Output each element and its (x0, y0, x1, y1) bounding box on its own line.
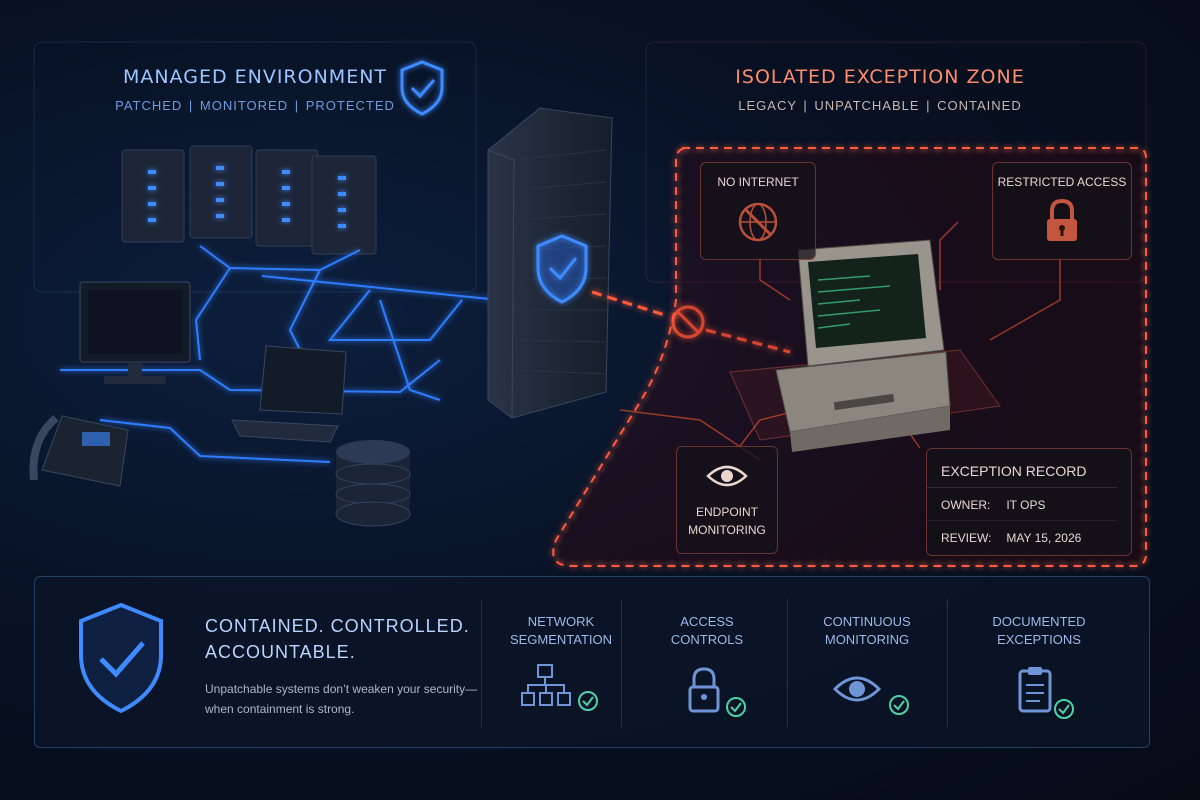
summary-headline-line1: CONTAINED. CONTROLLED. (205, 616, 470, 636)
review-value: MAY 15, 2026 (1006, 531, 1082, 545)
feature-label-line1: ACCESS (680, 614, 734, 629)
summary-text-line1: Unpatchable systems don’t weaken your se… (205, 682, 478, 696)
summary-claim: CONTAINED. CONTROLLED. ACCOUNTABLE. Unpa… (205, 613, 495, 719)
endpoint-label-line2: MONITORING (688, 523, 766, 537)
isolated-title: ISOLATED EXCEPTION ZONE (735, 66, 1025, 88)
desktop-monitor (79, 281, 191, 384)
lock-icon (688, 667, 746, 717)
summary-headline-line2: ACCOUNTABLE. (205, 642, 356, 662)
summary-text-line2: when containment is strong. (205, 702, 355, 716)
divider (787, 599, 788, 727)
endpoint-monitoring-card: ENDPOINT MONITORING (676, 446, 778, 554)
feature-label-line1: CONTINUOUS (823, 614, 911, 629)
endpoint-label-line1: ENDPOINT (695, 505, 758, 519)
no-internet-card: NO INTERNET (700, 162, 816, 260)
network-lines (60, 245, 501, 463)
large-shield-check-icon (79, 602, 163, 714)
summary-panel: CONTAINED. CONTROLLED. ACCOUNTABLE. Unpa… (34, 576, 1150, 748)
record-review-row: REVIEW: MAY 15, 2026 (927, 521, 1117, 553)
feature-label-line2: EXCEPTIONS (997, 632, 1081, 647)
review-key: REVIEW: (941, 531, 992, 545)
restricted-access-label: RESTRICTED ACCESS (997, 175, 1127, 189)
owner-value: IT OPS (1006, 498, 1046, 512)
summary-text: Unpatchable systems don’t weaken your se… (205, 679, 495, 719)
firewall-shield-icon (536, 234, 588, 304)
database-cylinder (335, 440, 411, 527)
feature-network-segmentation: NETWORK SEGMENTATION (501, 613, 621, 713)
feature-access-controls: ACCESS CONTROLS (647, 613, 767, 719)
eye-icon (706, 465, 748, 487)
clipboard-icon (1018, 667, 1074, 719)
padlock-icon (1047, 198, 1077, 241)
owner-key: OWNER: (941, 498, 991, 512)
no-internet-label: NO INTERNET (717, 175, 799, 189)
isolated-zone-header: ISOLATED EXCEPTION ZONE LEGACY | UNPATCH… (730, 66, 1030, 113)
no-globe-icon (738, 202, 778, 242)
divider (947, 599, 948, 727)
shield-check-icon (400, 60, 444, 116)
managed-title: MANAGED ENVIRONMENT (122, 66, 388, 88)
server-rack-group (121, 145, 377, 255)
divider (621, 599, 622, 727)
endpoint-monitoring-label: ENDPOINT MONITORING (677, 503, 777, 539)
feature-label-line1: DOCUMENTED (992, 614, 1086, 629)
restricted-access-card: RESTRICTED ACCESS (992, 162, 1132, 260)
feature-documented-exceptions: DOCUMENTED EXCEPTIONS (979, 613, 1099, 723)
summary-headline: CONTAINED. CONTROLLED. ACCOUNTABLE. (205, 613, 495, 665)
check-badge-icon (889, 695, 909, 715)
feature-label-line2: CONTROLS (670, 632, 744, 647)
managed-environment-header: MANAGED ENVIRONMENT PATCHED | MONITORED … (110, 66, 400, 113)
managed-panel-frame (33, 41, 477, 293)
managed-subtitle: PATCHED | MONITORED | PROTECTED (115, 98, 395, 113)
feature-label-line1: NETWORK (527, 614, 595, 629)
feature-continuous-monitoring: CONTINUOUS MONITORING (807, 613, 927, 719)
check-badge-icon (578, 691, 598, 711)
laptop (231, 345, 347, 443)
network-tree-icon (521, 664, 598, 711)
feature-label-line2: MONITORING (824, 632, 910, 647)
exception-record-card: EXCEPTION RECORD OWNER: IT OPS REVIEW: M… (926, 448, 1132, 556)
check-badge-icon (1054, 699, 1074, 719)
eye-icon (832, 676, 909, 715)
record-owner-row: OWNER: IT OPS (927, 488, 1117, 521)
feature-label-line2: SEGMENTATION (509, 632, 613, 647)
desk-phone (29, 414, 129, 487)
divider (481, 599, 482, 727)
exception-record-title: EXCEPTION RECORD (927, 449, 1117, 488)
legacy-computer (775, 239, 951, 452)
check-badge-icon (726, 697, 746, 717)
isolated-subtitle: LEGACY | UNPATCHABLE | CONTAINED (738, 98, 1022, 113)
